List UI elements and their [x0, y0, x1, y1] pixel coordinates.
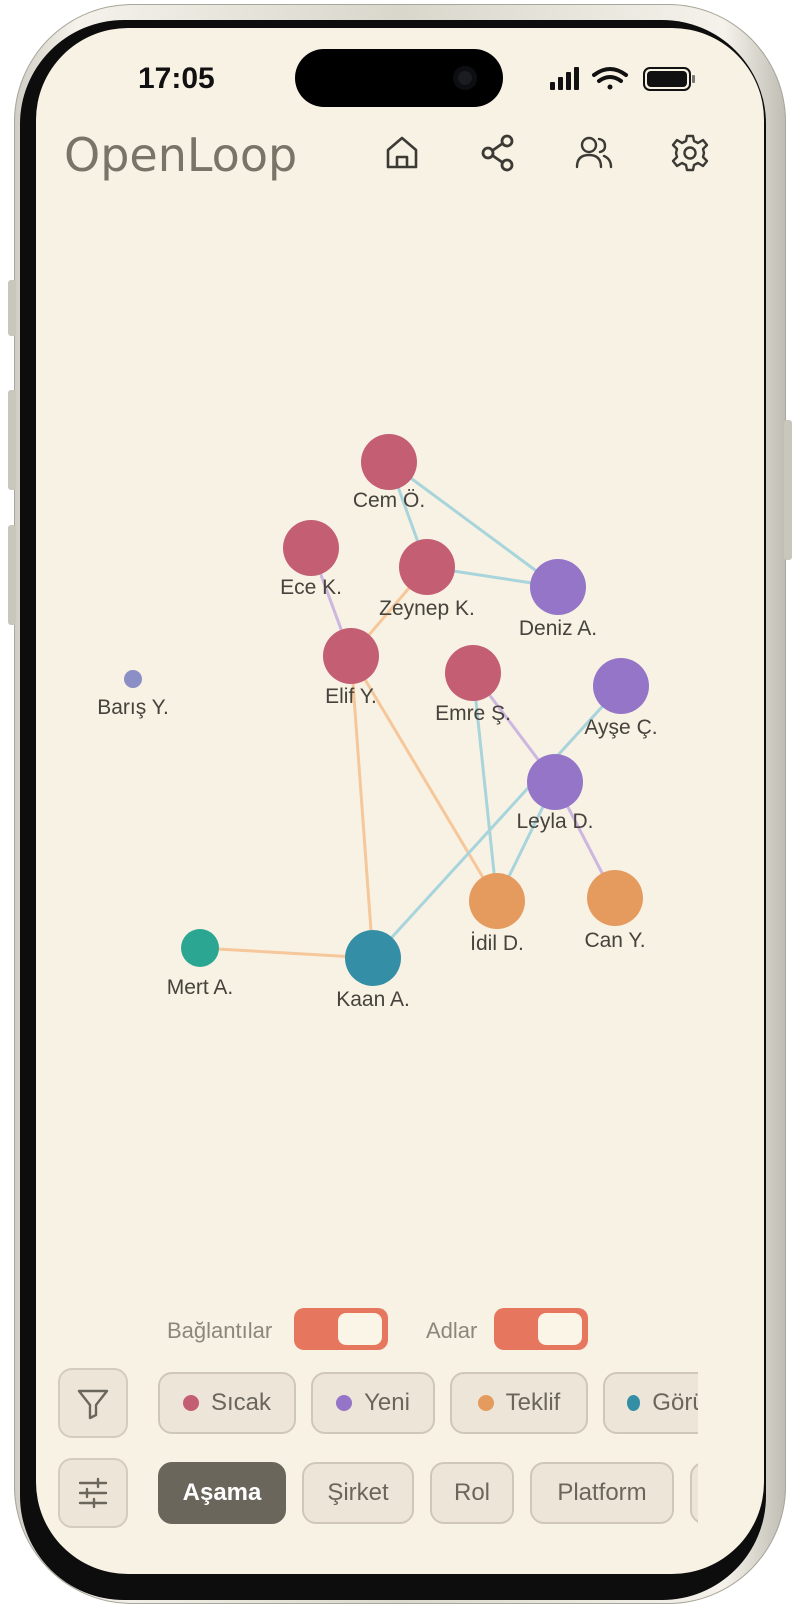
toggle-knob: [338, 1313, 382, 1345]
chip-new[interactable]: Yeni: [311, 1372, 435, 1434]
chip-label: Görüşme: [652, 1389, 698, 1416]
chip-platform[interactable]: Platform: [530, 1462, 674, 1524]
wifi-icon: [592, 67, 628, 90]
connections-toggle[interactable]: [294, 1308, 388, 1350]
status-dot: [627, 1395, 641, 1411]
share-icon[interactable]: [478, 133, 518, 173]
toggle-label-names: Adlar: [426, 1318, 478, 1343]
graph-node-ayse[interactable]: [593, 658, 649, 714]
app-logo: OpenLoop: [64, 128, 298, 182]
gear-icon[interactable]: [670, 133, 710, 173]
status-dot: [477, 1395, 494, 1411]
chip-role[interactable]: Rol: [430, 1462, 514, 1524]
names-toggle[interactable]: [494, 1308, 588, 1350]
settings-button[interactable]: [58, 1458, 128, 1528]
graph-node-label: Zeynep K.: [379, 597, 475, 620]
status-dot: [336, 1395, 353, 1411]
filter-button[interactable]: [58, 1368, 128, 1438]
battery-icon: [643, 67, 695, 91]
graph-node-label: Elif Y.: [325, 685, 377, 708]
graph-node-cem[interactable]: [361, 434, 417, 490]
graph-node-can[interactable]: [587, 870, 643, 926]
graph-edge-emre-idil: [471, 672, 499, 902]
graph-node-label: Ece K.: [280, 576, 342, 599]
graph-node-label: İdil D.: [470, 932, 524, 955]
graph-edge-elif-kaan: [349, 655, 375, 959]
filter-chip-row[interactable]: Sıcak Yeni Teklif Görüşme: [158, 1368, 698, 1438]
graph-node-deniz[interactable]: [530, 559, 586, 615]
group-chip-row[interactable]: Aşama Şirket Rol Platform: [158, 1458, 698, 1528]
graph-node-label: Ayşe Ç.: [584, 716, 657, 739]
graph-node-ece[interactable]: [283, 520, 339, 576]
graph-edge-cem-deniz: [388, 460, 559, 589]
chip-label: Yeni: [364, 1389, 410, 1416]
graph-node-idil[interactable]: [469, 873, 525, 929]
graph-edge-mert-kaan: [199, 946, 374, 960]
chip-hot[interactable]: Sıcak: [158, 1372, 296, 1434]
graph-node-elif[interactable]: [323, 628, 379, 684]
sliders-icon: [78, 1477, 108, 1509]
camera-icon: [453, 66, 477, 90]
status-dot: [182, 1395, 199, 1411]
chip-offer[interactable]: Teklif: [450, 1372, 588, 1434]
graph-edge-elif-idil: [349, 655, 499, 902]
volume-down-button: [8, 525, 16, 625]
status-time: 17:05: [138, 62, 215, 95]
status-icons: [550, 67, 695, 91]
graph-node-label: Barış Y.: [97, 696, 169, 719]
home-icon[interactable]: [382, 133, 422, 173]
graph-node-label: Cem Ö.: [353, 489, 425, 512]
graph-edge-ayse-kaan: [371, 684, 623, 960]
toggle-label-connections: Bağlantılar: [167, 1318, 273, 1343]
action-button: [8, 280, 16, 336]
screen: [36, 28, 764, 1574]
chip-label: Teklif: [505, 1389, 561, 1416]
graph-node-label: Mert A.: [167, 976, 234, 999]
chip-more[interactable]: [690, 1462, 698, 1524]
signal-icon: [550, 67, 579, 90]
graph-node-mert[interactable]: [181, 929, 219, 967]
graph-node-label: Emre Ş.: [435, 702, 511, 725]
chip-stage[interactable]: Aşama: [158, 1462, 286, 1524]
chip-meeting[interactable]: Görüşme: [603, 1372, 698, 1434]
dynamic-island: [295, 49, 503, 107]
chip-label: Sıcak: [210, 1389, 272, 1416]
users-icon[interactable]: [574, 133, 614, 173]
filter-icon: [77, 1389, 109, 1420]
graph-node-kaan[interactable]: [345, 930, 401, 986]
graph-node-label: Deniz A.: [519, 617, 597, 640]
graph-node-leyla[interactable]: [527, 754, 583, 810]
toggle-knob: [538, 1313, 582, 1345]
graph-node-label: Can Y.: [584, 929, 645, 952]
graph-node-label: Kaan A.: [336, 988, 410, 1011]
graph-node-zeynep[interactable]: [399, 539, 455, 595]
volume-up-button: [8, 390, 16, 490]
graph-node-label: Leyla D.: [516, 810, 593, 833]
chip-company[interactable]: Şirket: [302, 1462, 414, 1524]
power-button: [784, 420, 792, 560]
graph-node-emre[interactable]: [445, 645, 501, 701]
graph-node-baris[interactable]: [124, 670, 142, 688]
